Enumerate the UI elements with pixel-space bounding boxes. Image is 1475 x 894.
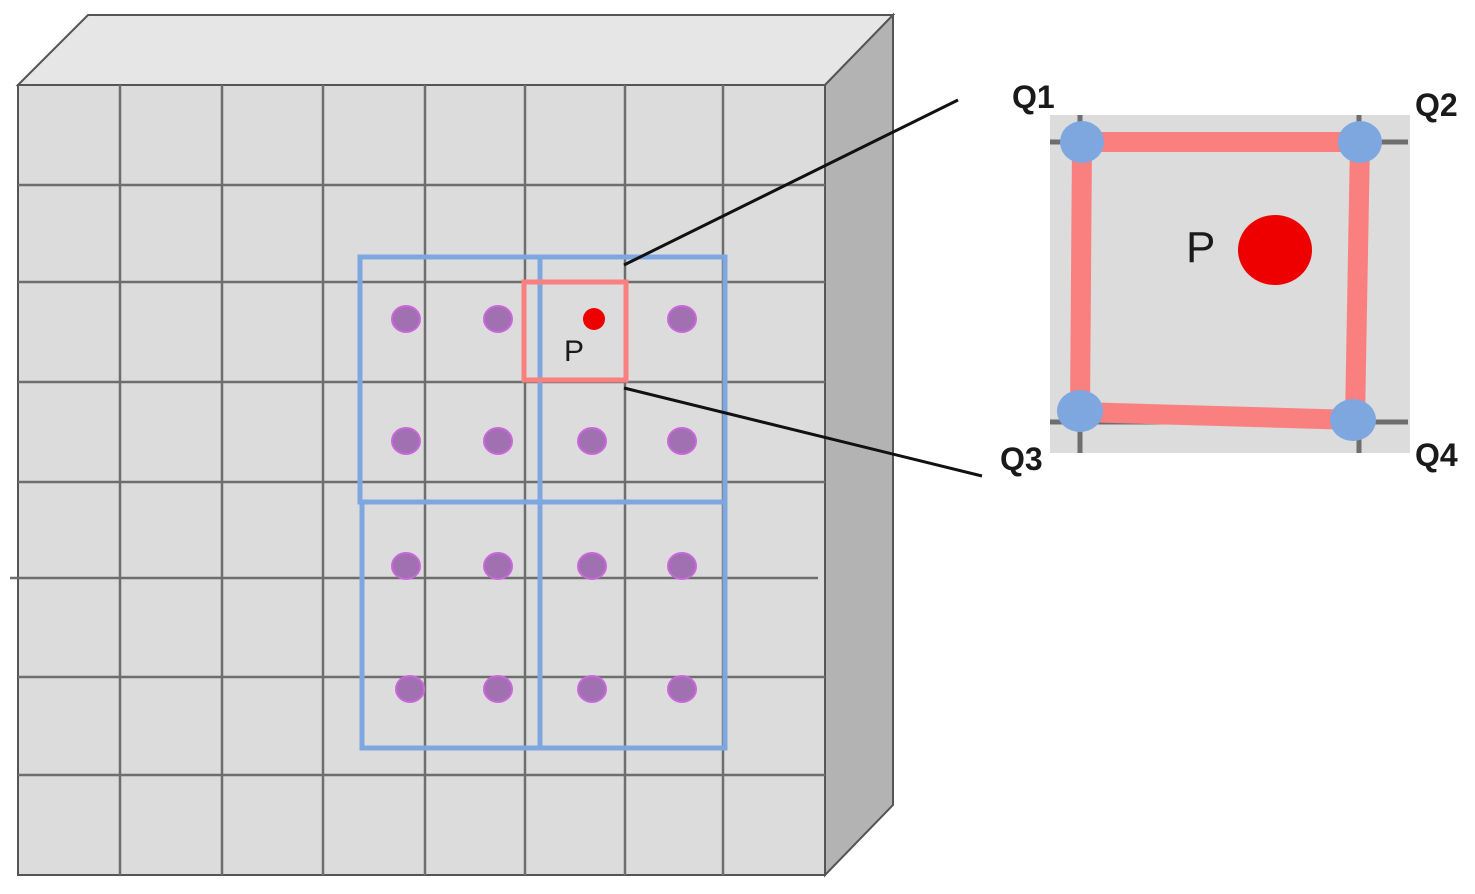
point-p-large-label: P [1186, 223, 1215, 272]
sample-point [395, 675, 425, 703]
sample-point [391, 427, 421, 455]
corner-label-q4: Q4 [1415, 437, 1458, 473]
corner-node-q4 [1330, 399, 1376, 441]
pooling-bin-bottom-right [537, 499, 728, 751]
feature-map-grid [10, 85, 825, 875]
sample-point [391, 305, 421, 333]
zoom-connector-bottom [623, 386, 983, 478]
sample-point [483, 552, 513, 580]
cube-front-face [17, 84, 826, 876]
sample-point [483, 305, 513, 333]
sample-point [667, 305, 697, 333]
sample-point [577, 675, 607, 703]
highlighted-cell [521, 279, 629, 383]
sample-point [667, 427, 697, 455]
sample-point [667, 552, 697, 580]
cube-top-face [15, 14, 896, 86]
feature-map-cube [10, 12, 896, 878]
sample-point [391, 552, 421, 580]
corner-node-q1 [1060, 121, 1104, 163]
point-p-small [583, 308, 605, 330]
sample-point [483, 675, 513, 703]
sample-points [391, 305, 697, 703]
sample-point [577, 427, 607, 455]
sample-point [577, 552, 607, 580]
corner-label-q1: Q1 [1012, 79, 1055, 115]
corner-label-q3: Q3 [1000, 441, 1043, 477]
corner-node-q3 [1057, 390, 1103, 432]
corner-node-q2 [1338, 121, 1382, 163]
zoom-connector-top [623, 98, 959, 267]
point-p-small-label: P [564, 335, 584, 368]
sample-point [483, 427, 513, 455]
point-p-large [1238, 215, 1312, 285]
zoom-inset: P Q1 Q2 Q3 Q4 [1000, 79, 1458, 477]
corner-label-q2: Q2 [1415, 87, 1458, 123]
sample-point [667, 675, 697, 703]
